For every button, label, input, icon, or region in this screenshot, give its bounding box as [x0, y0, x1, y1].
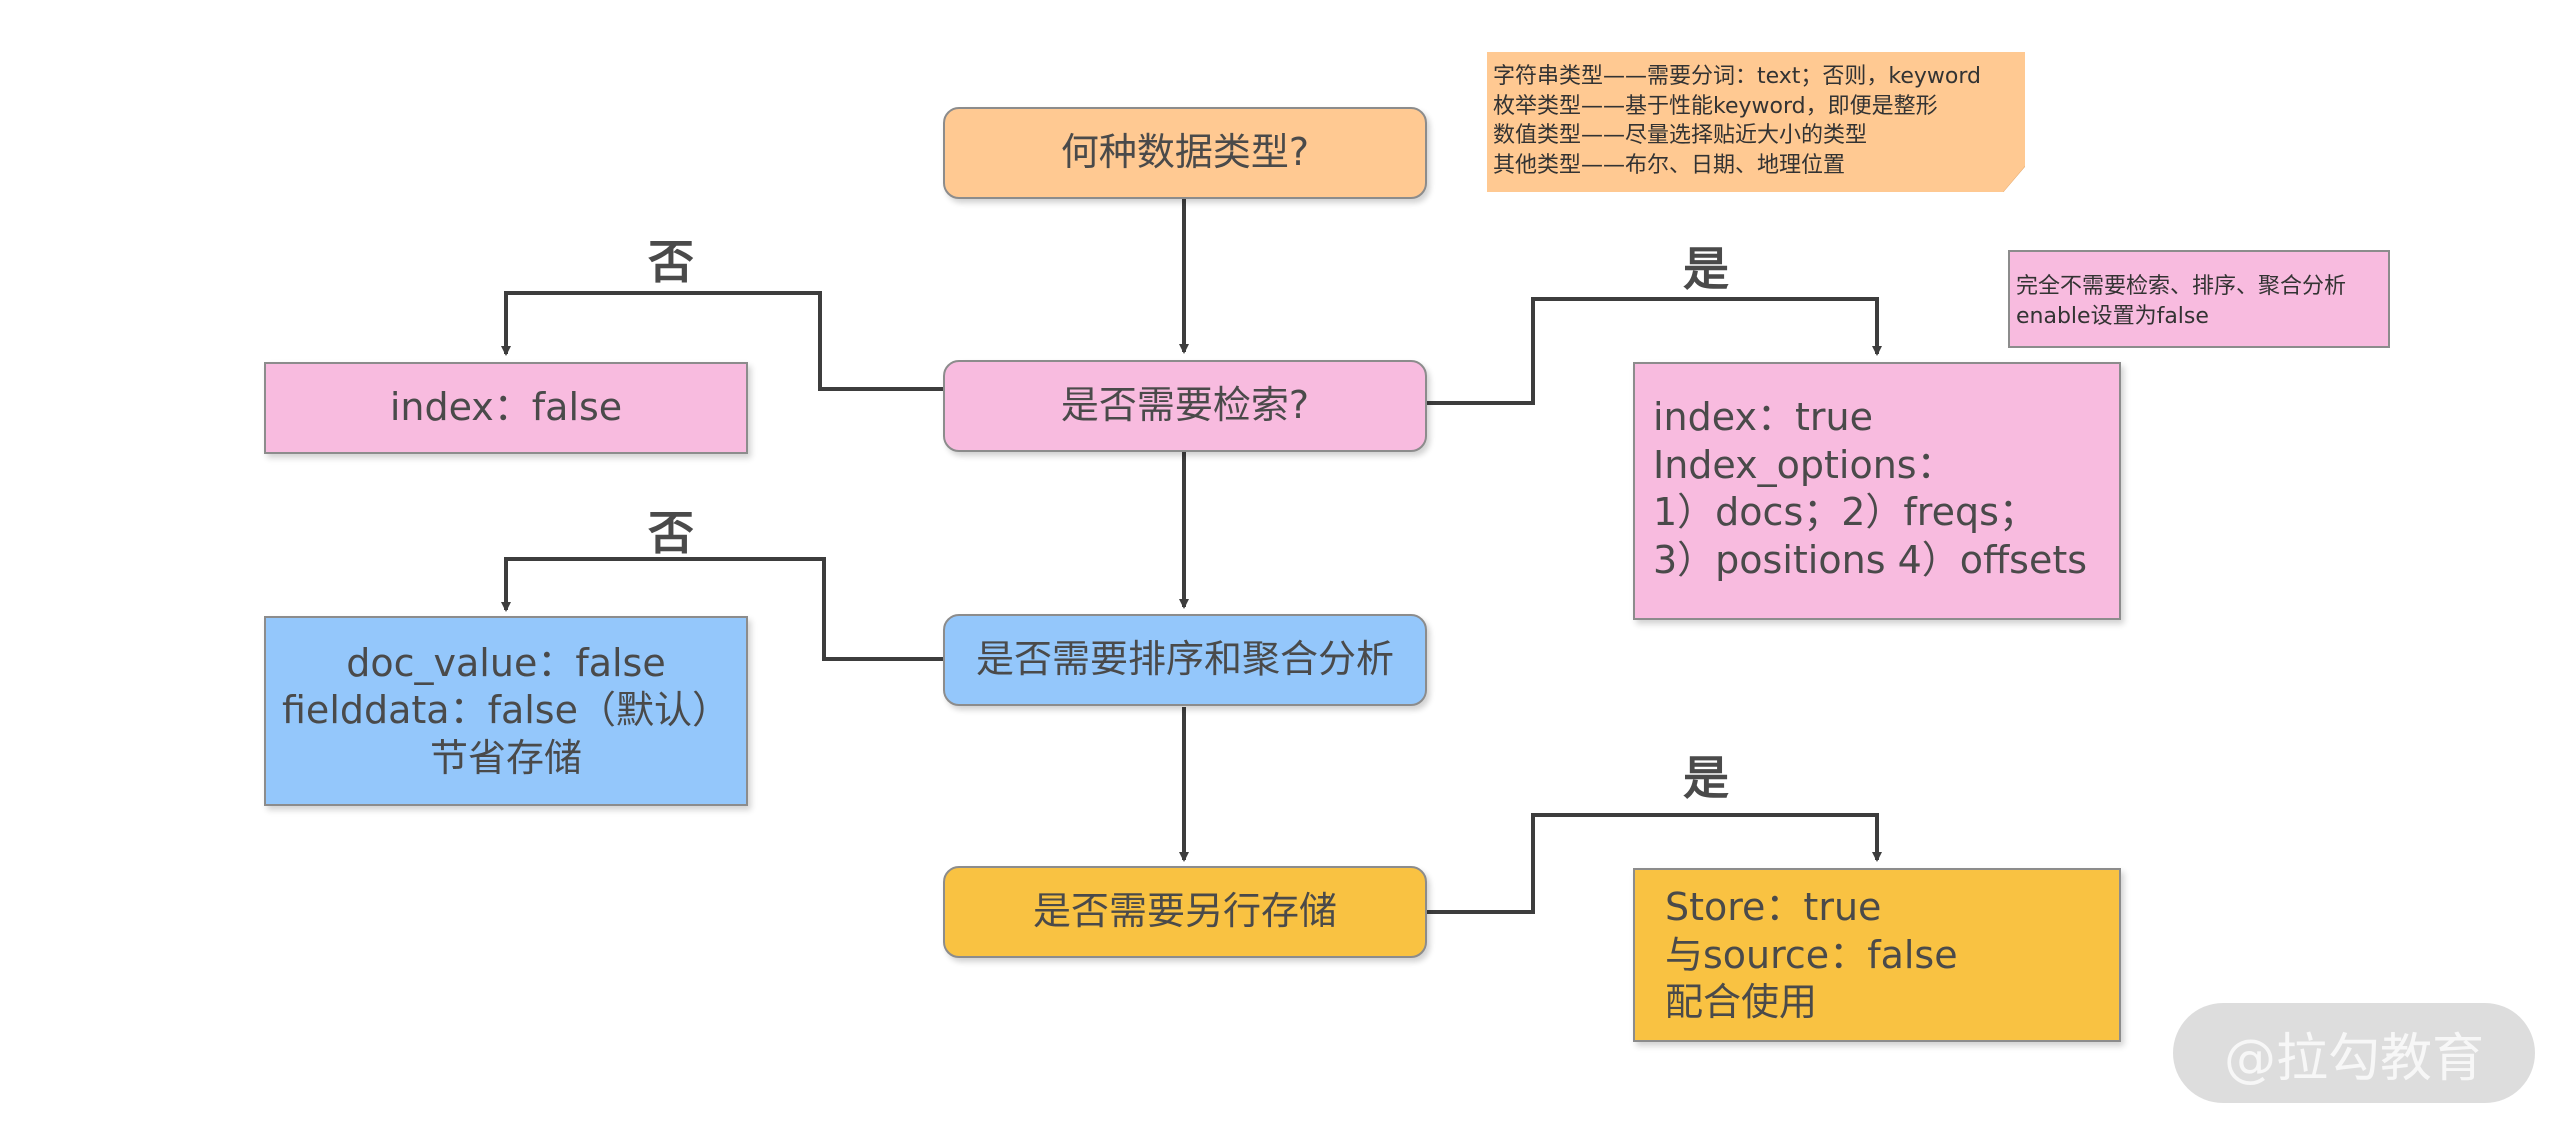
types-note: 字符串类型——需要分词：text；否则，keyword 枚举类型——基于性能ke… — [1487, 52, 2025, 192]
enable-note-line: enable设置为false — [2016, 303, 2209, 329]
node-need-search: 是否需要检索? — [943, 360, 1427, 452]
result-doc-value-line: fielddata：false（默认） — [282, 688, 730, 733]
result-doc-value-line: 节省存储 — [429, 735, 582, 780]
result-doc-value: doc_value：false fielddata：false（默认） 节省存储 — [264, 616, 748, 806]
enable-note: 完全不需要检索、排序、聚合分析 enable设置为false — [2008, 250, 2390, 348]
result-index-true: index：true Index_options： 1）docs；2）freqs… — [1633, 362, 2121, 620]
result-index-true-line: 1）docs；2）freqs； — [1653, 490, 2037, 534]
result-store-line: 与source：false — [1665, 932, 1958, 977]
edge-store-yes — [1427, 813, 1882, 914]
enable-note-line: 完全不需要检索、排序、聚合分析 — [2016, 274, 2347, 299]
edge-search-yes — [1427, 297, 1882, 405]
node-need-store-text: 是否需要另行存储 — [1032, 889, 1337, 934]
label-search-yes: 是 — [1683, 242, 1729, 296]
result-doc-value-line: doc_value：false — [346, 640, 666, 685]
label-sort-no: 否 — [648, 506, 694, 560]
result-index-true-line: index：true — [1653, 395, 1873, 439]
node-data-type-text: 何种数据类型? — [1060, 130, 1310, 175]
types-note-line: 字符串类型——需要分词：text；否则，keyword — [1493, 64, 1982, 89]
edge-search-no — [501, 291, 943, 391]
node-need-sort-agg-text: 是否需要排序和聚合分析 — [975, 637, 1394, 682]
result-index-true-line: Index_options： — [1653, 442, 1955, 487]
node-data-type: 何种数据类型? — [943, 107, 1427, 199]
label-search-no: 否 — [648, 235, 694, 289]
edge-sort-no — [501, 557, 943, 661]
watermark-logo: @拉勾教育 — [2173, 1003, 2535, 1103]
result-store-line: 配合使用 — [1665, 980, 1818, 1024]
label-store-yes: 是 — [1683, 751, 1729, 805]
node-need-sort-agg: 是否需要排序和聚合分析 — [943, 614, 1427, 706]
result-index-false: index：false — [264, 362, 748, 454]
result-store-line: Store：true — [1665, 885, 1882, 929]
result-index-true-line: 3）positions 4）offsets — [1653, 537, 2088, 582]
result-store: Store：true 与source：false 配合使用 — [1633, 868, 2121, 1042]
types-note-line: 数值类型——尽量选择贴近大小的类型 — [1493, 123, 1868, 149]
node-need-store: 是否需要另行存储 — [943, 866, 1427, 958]
types-note-line: 枚举类型——基于性能keyword，即便是整形 — [1493, 93, 1938, 119]
types-note-line: 其他类型——布尔、日期、地理位置 — [1493, 153, 1846, 179]
result-index-false-text: index：false — [389, 385, 623, 430]
node-need-search-text: 是否需要检索? — [1060, 383, 1310, 428]
